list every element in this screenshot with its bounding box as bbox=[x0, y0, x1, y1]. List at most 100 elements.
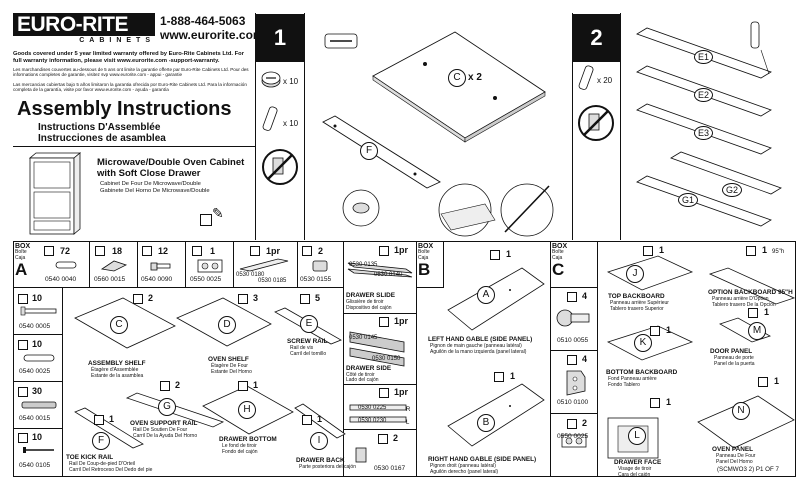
box-c-hw-row-divider bbox=[550, 413, 598, 414]
left-cell-3: 30 0540 0015 bbox=[14, 382, 62, 428]
parts-bottom-border bbox=[13, 476, 795, 477]
step2-border-left bbox=[572, 13, 573, 240]
hw-divider bbox=[89, 242, 90, 287]
part-l-letter: L bbox=[628, 427, 646, 445]
left-checkbox[interactable] bbox=[18, 340, 28, 350]
part-d-checkbox[interactable] bbox=[238, 294, 248, 304]
box-b-parts-diagram bbox=[447, 267, 545, 447]
part-n-letter: N bbox=[732, 402, 750, 420]
hw-checkbox[interactable] bbox=[142, 246, 152, 256]
box-b-left-divider bbox=[416, 242, 417, 477]
box-c-hw-row-divider bbox=[550, 350, 598, 351]
page-title-fr: Instructions D'Assemblée bbox=[38, 122, 161, 133]
step2-dowel-qty: x 20 bbox=[597, 76, 613, 85]
step2-dowel-icon bbox=[578, 65, 594, 90]
part-h-checkbox[interactable] bbox=[238, 381, 248, 391]
parts-left-border bbox=[13, 241, 14, 477]
drawer-bracket-checkbox[interactable] bbox=[378, 434, 388, 444]
part-l-qty: 1 bbox=[666, 397, 672, 407]
part-k-letter: K bbox=[634, 334, 652, 352]
part-m-checkbox[interactable] bbox=[748, 308, 758, 318]
bracket-icon bbox=[100, 260, 128, 272]
hw-cell-6: 2 0530 0155 bbox=[300, 246, 332, 283]
part-k-checkbox[interactable] bbox=[650, 326, 660, 336]
hw-checkbox[interactable] bbox=[250, 246, 260, 256]
part-e-letter: E bbox=[300, 315, 318, 333]
part-n-checkbox[interactable] bbox=[758, 377, 768, 387]
mount-plate-cell: 4 0510 0100 bbox=[557, 354, 589, 406]
part-l-es: Cara del cajón bbox=[618, 472, 651, 478]
part-j-checkbox[interactable] bbox=[643, 246, 653, 256]
box-c-label: BOX Boîte Caja C bbox=[552, 243, 568, 280]
step2-label-g1: G1 bbox=[678, 193, 699, 207]
product-name-es: Gabinete Del Horno De Microwave/Double bbox=[100, 188, 210, 194]
part-e-checkbox[interactable] bbox=[300, 294, 310, 304]
hw-checkbox[interactable] bbox=[95, 246, 105, 256]
part-j-letter: J bbox=[626, 265, 644, 283]
hw-cell-5: 1pr 0530 0180 0530 0185 bbox=[234, 243, 297, 287]
part-l-name: DRAWER FACE bbox=[614, 459, 662, 466]
step1-number: 1 bbox=[256, 14, 304, 62]
part-a-letter: A bbox=[477, 286, 495, 304]
part-b-name: RIGHT HAND GABLE (SIDE PANEL) bbox=[428, 456, 537, 463]
step1-dowel-qty: x 10 bbox=[283, 119, 299, 128]
step1-part-f: F bbox=[360, 142, 378, 160]
phone: 1-888-464-5063 bbox=[160, 14, 246, 28]
pen-icon: ✎ bbox=[212, 205, 224, 221]
part-b-checkbox[interactable] bbox=[494, 372, 504, 382]
cover-cap-icon-c bbox=[561, 434, 587, 448]
part-h-es: Fondo del cajón bbox=[222, 449, 258, 455]
box-b-label-border bbox=[416, 287, 444, 288]
part-h-fr: Le fond de tiroir bbox=[222, 443, 257, 449]
part-g-es: Carril De la Ayuda Del Horno bbox=[133, 433, 198, 439]
title-divider bbox=[13, 146, 255, 147]
box-a-label: BOX Boîte Caja A bbox=[15, 243, 31, 280]
left-checkbox[interactable] bbox=[18, 433, 28, 443]
mount-plate-icon bbox=[566, 370, 586, 396]
step1-border-left bbox=[255, 13, 256, 240]
part-n-fr: Panneau De Four bbox=[716, 453, 756, 459]
part-c-name: ASSEMBLY SHELF bbox=[88, 360, 146, 367]
part-m-fr: Panneau de porte bbox=[714, 355, 754, 361]
option-backboard-checkbox[interactable] bbox=[746, 246, 756, 256]
part-h-qty: 1 bbox=[253, 380, 259, 390]
part-a-checkbox[interactable] bbox=[490, 250, 500, 260]
part-g-checkbox[interactable] bbox=[160, 381, 170, 391]
part-a-name: LEFT HAND GABLE (SIDE PANEL) bbox=[428, 336, 533, 343]
cap-checkbox[interactable] bbox=[567, 419, 577, 429]
hw-checkbox[interactable] bbox=[192, 246, 202, 256]
part-a-es: Aguilón de la mano izquierda (panel late… bbox=[430, 349, 527, 355]
part-f-qty: 1 bbox=[109, 414, 115, 424]
part-c-es: Estante de la asamblea bbox=[91, 373, 144, 379]
product-checkbox[interactable] bbox=[200, 214, 212, 226]
runner-icon bbox=[239, 258, 289, 272]
hinge-checkbox[interactable] bbox=[567, 292, 577, 302]
box-b-label-border-r bbox=[443, 242, 444, 288]
left-checkbox[interactable] bbox=[18, 294, 28, 304]
hw-checkbox[interactable] bbox=[44, 246, 54, 256]
part-b-fr: Pignon droit (panneau latéral) bbox=[430, 463, 496, 469]
drawer-side-checkbox[interactable] bbox=[379, 317, 389, 327]
drawer-side-icon bbox=[349, 331, 405, 367]
part-c-checkbox[interactable] bbox=[133, 294, 143, 304]
drawer-slide-checkbox[interactable] bbox=[379, 246, 389, 256]
hw-divider bbox=[185, 242, 186, 287]
mount-plate-checkbox[interactable] bbox=[567, 355, 577, 365]
hw-divider bbox=[233, 242, 234, 287]
box-a-header-divider bbox=[13, 287, 343, 288]
part-l-checkbox[interactable] bbox=[650, 398, 660, 408]
part-b-es: Aguilón derecho (panel lateral) bbox=[430, 469, 499, 475]
page-footer: (SCMWO3 2) P1 OF 7 bbox=[717, 466, 779, 473]
hw-checkbox[interactable] bbox=[302, 246, 312, 256]
cam-lock-icon bbox=[261, 71, 281, 88]
hinge-icon bbox=[556, 309, 590, 327]
cabinet-illustration bbox=[28, 152, 82, 235]
left-checkbox[interactable] bbox=[18, 387, 28, 397]
part-i-checkbox[interactable] bbox=[302, 415, 312, 425]
drawer-divider bbox=[343, 313, 416, 314]
hw-cell-2: 18 0560 0015 bbox=[90, 243, 137, 287]
drawer-rail-checkbox[interactable] bbox=[379, 388, 389, 398]
part-f-checkbox[interactable] bbox=[94, 415, 104, 425]
parts-top-border bbox=[13, 241, 795, 242]
dowel-icon bbox=[262, 106, 278, 131]
